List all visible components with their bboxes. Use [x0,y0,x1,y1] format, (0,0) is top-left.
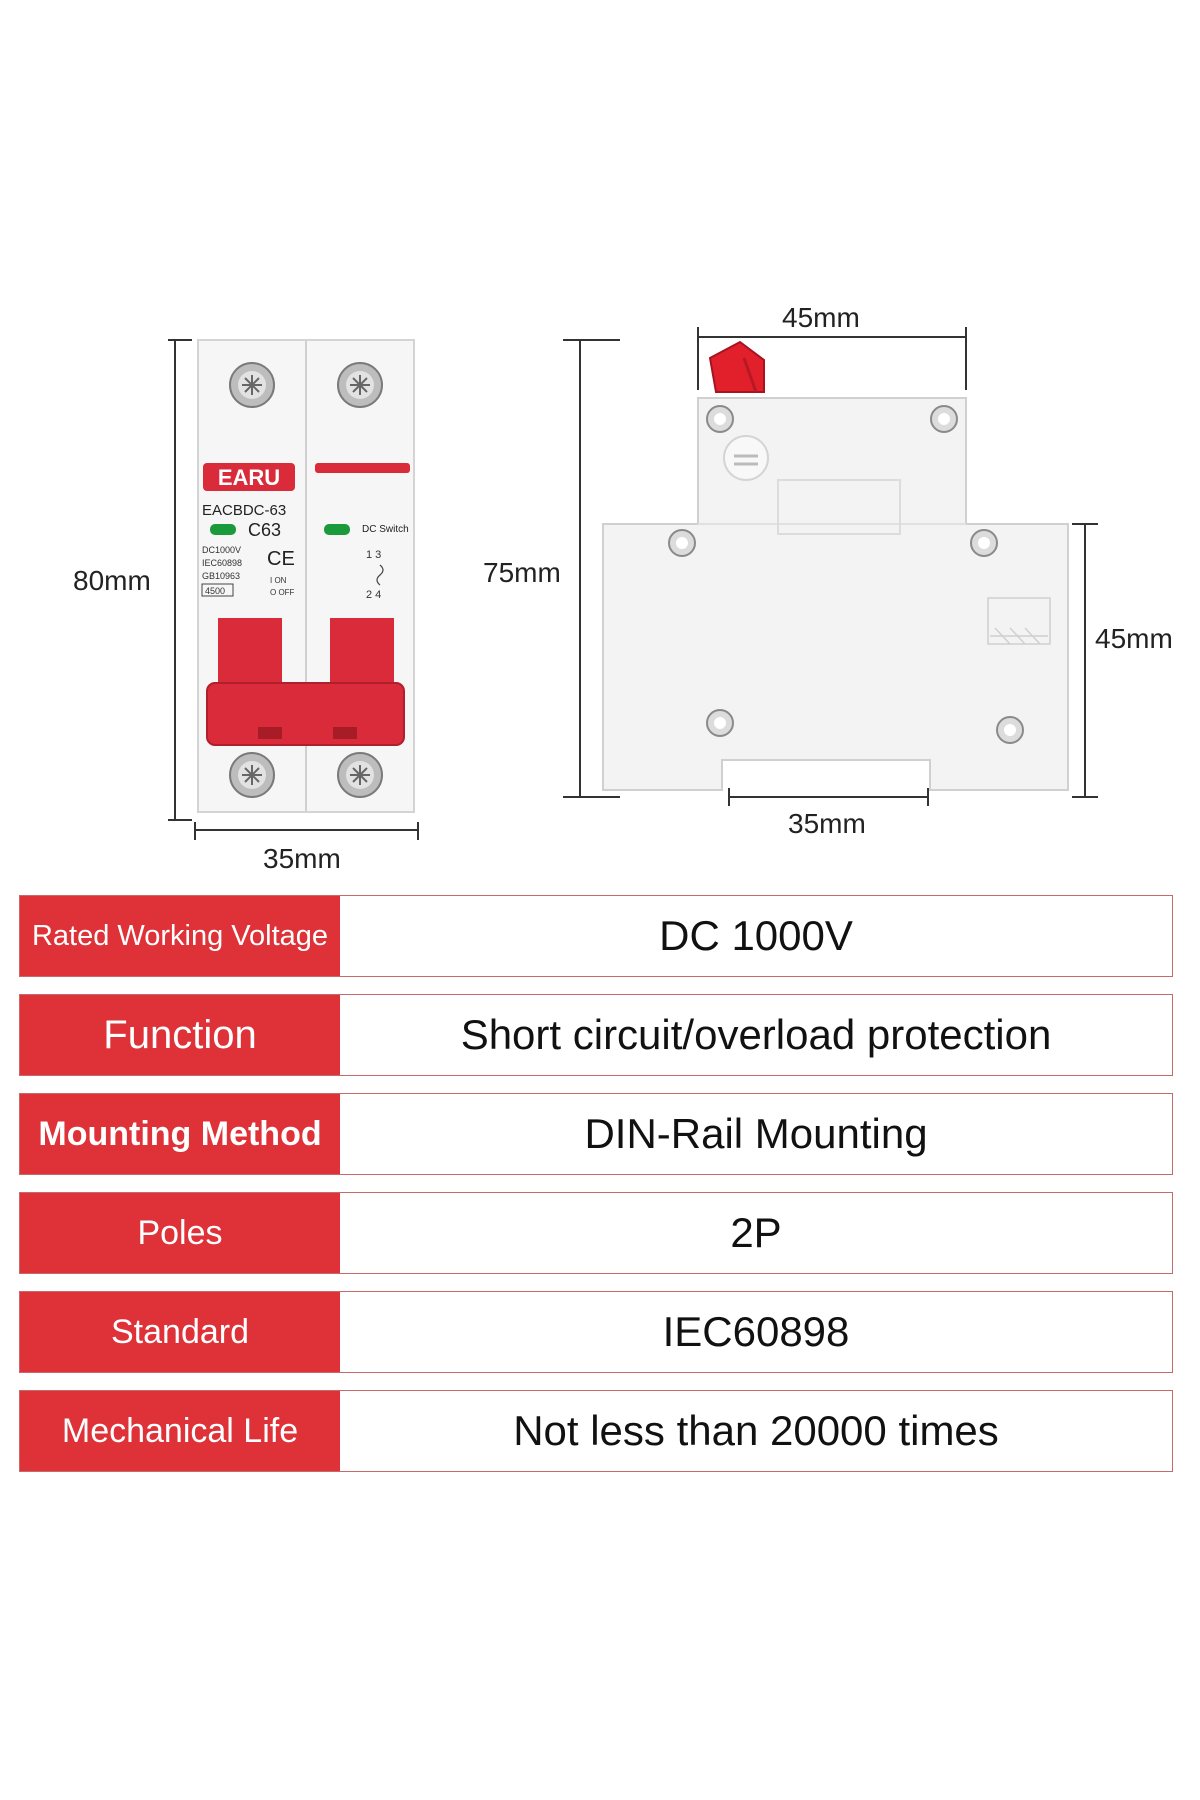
spec-label: Mounting Method [20,1094,340,1174]
spec-value: DIN-Rail Mounting [340,1094,1172,1174]
dc-switch-label: DC Switch [362,524,409,535]
spec-label: Poles [20,1193,340,1273]
breaker-front-view: EARU EACBDC-63 C63 DC Switch DC1000V CE … [197,339,415,813]
product-illustration: EARU EACBDC-63 C63 DC Switch DC1000V CE … [168,327,1098,840]
spec-value: 2P [340,1193,1172,1273]
capacity-label: 4500 [205,586,225,596]
screw-icon [229,752,275,798]
spec-value: DC 1000V [340,896,1172,976]
on-label: I ON [270,576,287,585]
brand-logo-plate [203,463,295,491]
ce-mark: CE [267,548,295,570]
off-label: O OFF [270,588,295,597]
terminals-top-label: 1 3 [366,549,381,561]
label-stripe [315,463,410,473]
dimension-side-rail-width: 35mm [788,808,866,839]
brand-logo: EARU [218,465,280,490]
toggle-handle-icon [708,340,765,393]
rating-label: C63 [248,520,281,540]
screw-icon [229,362,275,408]
spec-value: Not less than 20000 times [340,1391,1172,1471]
switch-symbol-icon [376,564,384,586]
spec-label: Mechanical Life [20,1391,340,1471]
screw-icon [337,752,383,798]
dimension-front-height: 80mm [73,565,151,596]
spec-label: Function [20,995,340,1075]
dimension-side-total-height: 75mm [483,557,561,588]
spec-row: Mounting Method DIN-Rail Mounting [19,1093,1173,1175]
spec-row: Standard IEC60898 [19,1291,1173,1373]
dimension-lines-front [168,339,419,840]
spec-value: IEC60898 [340,1292,1172,1372]
spec-label: Rated Working Voltage [20,896,340,976]
terminals-bottom-label: 2 4 [366,589,381,601]
indicator-green [324,524,350,535]
model-label: EACBDC-63 [202,502,286,519]
spec-row: Poles 2P [19,1192,1173,1274]
dimension-front-width: 35mm [263,843,341,874]
voltage-label: DC1000V [202,545,241,555]
spec-label: Standard [20,1292,340,1372]
standard-label-1: IEC60898 [202,558,242,568]
spec-row: Mechanical Life Not less than 20000 time… [19,1390,1173,1472]
dimension-side-top-width: 45mm [782,302,860,333]
breaker-handle [206,618,405,746]
dimension-side-body-height: 45mm [1095,623,1173,654]
knob-icon [723,435,769,481]
breaker-side-view [602,340,1069,791]
spec-row: Rated Working Voltage DC 1000V [19,895,1173,977]
indicator-green [210,524,236,535]
screw-icon [337,362,383,408]
spec-table: Rated Working Voltage DC 1000V Function … [19,895,1173,1489]
standard-label-2: GB10963 [202,571,240,581]
spec-row: Function Short circuit/overload protecti… [19,994,1173,1076]
spec-value: Short circuit/overload protection [340,995,1172,1075]
dimension-lines-side [563,327,1098,806]
